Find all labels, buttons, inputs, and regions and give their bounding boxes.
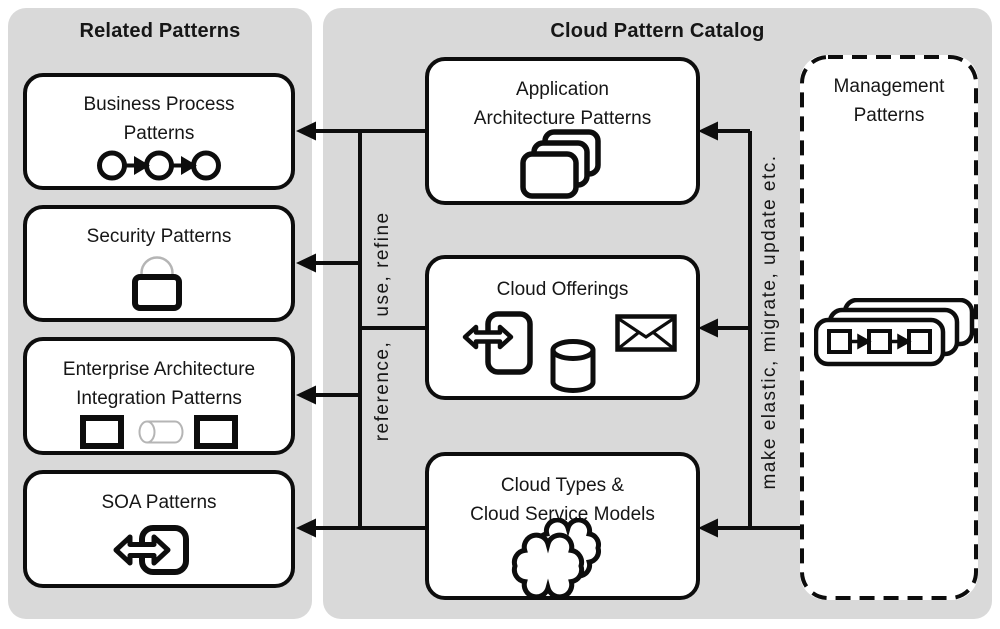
box-title-line: Business Process: [83, 94, 235, 115]
box-cloud-offerings: Cloud Offerings: [425, 255, 700, 400]
box-title-line: Security Patterns: [86, 226, 232, 247]
box-title-line: Architecture Patterns: [473, 108, 652, 129]
box-title-line: Integration Patterns: [76, 388, 242, 409]
box-cloud-types-service-models: Cloud Types & Cloud Service Models: [425, 452, 700, 600]
box-security-patterns: Security Patterns: [23, 205, 295, 322]
box-title-line: Cloud Service Models: [470, 504, 655, 525]
box-enterprise-integration-patterns: Enterprise Architecture Integration Patt…: [23, 337, 295, 455]
component-pipe-component-icon: [80, 415, 238, 449]
stacked-cards-icon: [519, 129, 601, 199]
process-circles-flow-icon: [97, 150, 221, 181]
dashed-border: [800, 55, 978, 600]
box-title-line: Management: [833, 76, 945, 97]
related-patterns-title: Related Patterns: [79, 20, 241, 42]
database-cylinder-icon: [550, 339, 596, 393]
arrow-card-icon: [462, 311, 533, 375]
edge-label-reference: reference,: [372, 340, 393, 442]
box-title-line: Cloud Offerings: [496, 279, 629, 300]
cloud-pattern-catalog-title: Cloud Pattern Catalog: [550, 20, 765, 42]
stacked-process-cards-icon: [814, 298, 975, 367]
box-title-line: Patterns: [853, 105, 925, 126]
box-management-patterns: Management Patterns: [800, 55, 978, 600]
box-title-line: Enterprise Architecture: [62, 359, 256, 380]
box-application-architecture-patterns: Application Architecture Patterns: [425, 57, 700, 205]
double-arrow-card-icon: [113, 525, 189, 575]
edge-label-use-refine: use, refine: [372, 211, 393, 317]
box-title-line: Application: [516, 79, 609, 100]
envelope-icon: [615, 314, 677, 352]
padlock-icon: [132, 256, 182, 311]
box-title-line: SOA Patterns: [101, 492, 217, 513]
box-title-line: Cloud Types &: [500, 475, 625, 496]
box-title-line: Patterns: [123, 123, 195, 144]
edge-label-make-elastic: make elastic, migrate, update etc.: [759, 154, 780, 490]
box-business-process-patterns: Business Process Patterns: [23, 73, 295, 190]
box-soa-patterns: SOA Patterns: [23, 470, 295, 588]
clouds-icon: [511, 518, 601, 600]
